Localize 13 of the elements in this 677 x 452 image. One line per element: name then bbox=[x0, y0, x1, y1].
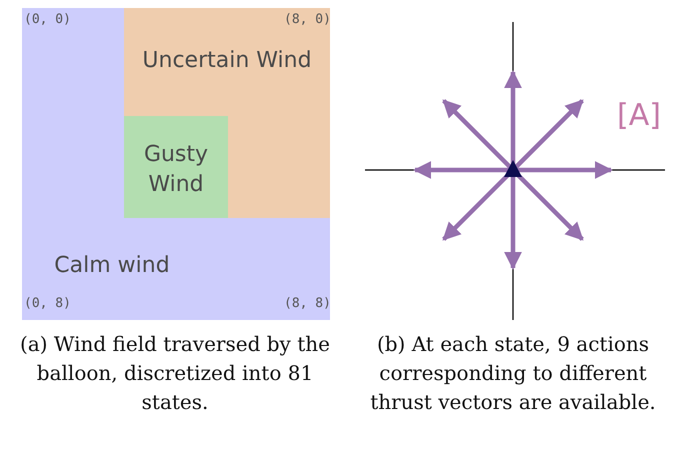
coordinate-label: (8, 0) bbox=[284, 12, 331, 27]
region-label: Calm wind bbox=[53, 252, 171, 280]
wind-region bbox=[124, 116, 228, 218]
wind-region bbox=[22, 8, 330, 320]
wind-region bbox=[124, 8, 330, 218]
subcaption: (a) Wind field traversed by the balloon, discretized into 81 states. bbox=[19, 331, 331, 416]
coordinate-label: (0, 0) bbox=[24, 12, 71, 27]
coordinate-label: (0, 8) bbox=[24, 296, 71, 311]
region-label: Uncertain Wind bbox=[141, 47, 313, 75]
subcaption: (b) At each state, 9 actions corresponding to different thrust vectors are available. bbox=[369, 331, 657, 416]
coordinate-label: (8, 8) bbox=[284, 296, 331, 311]
region-label: Gusty Wind bbox=[142, 141, 210, 199]
action-label: [A] bbox=[617, 98, 661, 133]
